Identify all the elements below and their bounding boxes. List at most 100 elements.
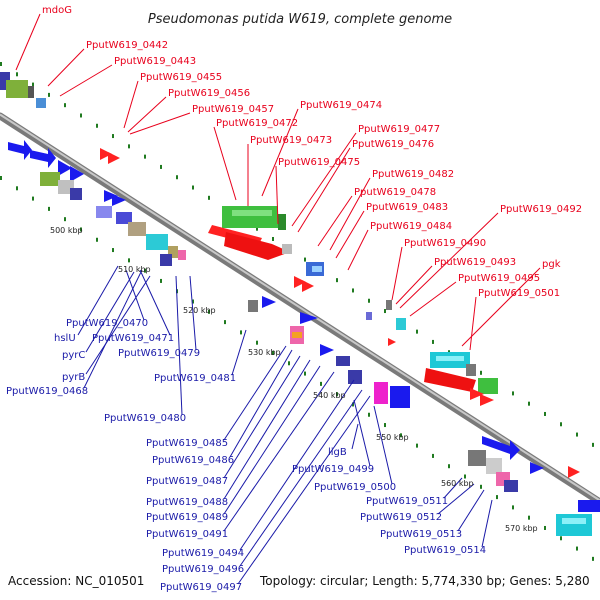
connector-line (237, 395, 371, 585)
map-title: Pseudomonas putida W619, complete genome (148, 12, 452, 27)
gene-label: pgk (542, 259, 561, 270)
tick-mark (384, 309, 386, 314)
connector-line (223, 365, 321, 515)
tick-mark (64, 103, 66, 108)
tick-mark (496, 495, 498, 500)
gene-label: PputW619_0501 (478, 288, 560, 299)
tick-mark (512, 391, 514, 396)
connector-line (85, 271, 135, 353)
gene-label: PputW619_0496 (162, 564, 244, 575)
connector-line (223, 371, 335, 532)
gene-label: ligB (328, 447, 347, 458)
gene-label: PputW619_0478 (354, 187, 436, 198)
connector-line (335, 210, 365, 259)
tick-mark (272, 236, 274, 241)
tick-mark (80, 227, 82, 232)
gene-label: PputW619_0499 (292, 464, 374, 475)
tick-mark (416, 329, 418, 334)
tick-mark (432, 453, 434, 458)
connector-line (457, 489, 485, 532)
tick-mark (80, 113, 82, 118)
connector-line (175, 275, 183, 416)
tick-mark (256, 226, 258, 231)
connector-line (15, 13, 41, 71)
connector-line (231, 329, 247, 376)
tick-mark (368, 298, 370, 303)
connector-line (461, 267, 541, 347)
connector-line (85, 275, 151, 375)
tick-mark (576, 432, 578, 437)
gene-label: PputW619_0512 (360, 512, 442, 523)
gene-label: pyrB (62, 372, 85, 383)
tick-mark (512, 505, 514, 510)
backbone (0, 112, 600, 506)
gene-label: PputW619_0477 (358, 124, 440, 135)
tick-mark (208, 309, 210, 314)
tick-track-lower (0, 176, 594, 561)
gene-label: PputW619_0474 (300, 100, 382, 111)
tick-mark (272, 350, 274, 355)
gene-label: PputW619_0443 (114, 56, 196, 67)
connector-line (291, 132, 357, 227)
tick-mark (0, 62, 2, 66)
tick-mark (0, 176, 2, 180)
gene-label: PputW619_0487 (146, 476, 228, 487)
tick-mark (384, 423, 386, 428)
tick-mark (448, 464, 450, 469)
connector-line (139, 269, 171, 336)
scale-label: 500 kbp (50, 226, 83, 235)
gene-label: PputW619_0482 (372, 169, 454, 180)
tick-mark (32, 196, 34, 201)
tick-mark (560, 422, 562, 427)
connector-line (329, 177, 371, 251)
tick-mark (256, 340, 258, 345)
gene-label: mdoG (42, 5, 72, 16)
connector-line (189, 275, 197, 351)
gene-label: PputW619_0489 (146, 512, 228, 523)
gene-label: PputW619_0476 (352, 139, 434, 150)
gene-label: PputW619_0484 (370, 221, 452, 232)
gene-label: PputW619_0470 (66, 318, 148, 329)
tick-mark (160, 278, 162, 283)
connector-line (409, 281, 457, 317)
connector-line (129, 112, 191, 135)
connector-line (481, 499, 493, 548)
gene-label: PputW619_0457 (192, 104, 274, 115)
tick-mark (288, 361, 290, 366)
connector-line (297, 147, 351, 233)
connector-line (47, 48, 85, 87)
tick-mark (208, 195, 210, 200)
gene-label: PputW619_0495 (458, 273, 540, 284)
gene-label: PputW619_0472 (216, 118, 298, 129)
tick-mark (176, 175, 178, 180)
gene-label: PputW619_0488 (146, 497, 228, 508)
connector-line (437, 483, 475, 515)
tick-mark (304, 371, 306, 376)
gene-label: PputW619_0442 (86, 40, 168, 51)
connector-line (347, 229, 369, 271)
gene-label: PputW619_0481 (154, 373, 236, 384)
gene-label: PputW619_0493 (434, 257, 516, 268)
connector-line (239, 389, 363, 567)
tick-mark (48, 92, 50, 97)
gene-label: PputW619_0479 (118, 348, 200, 359)
gene-label: PputW619_0480 (104, 413, 186, 424)
connector-line (395, 265, 433, 305)
connector-line (77, 265, 119, 336)
gene-label: PputW619_0483 (366, 202, 448, 213)
tick-mark (544, 525, 546, 530)
connector-line (127, 96, 167, 133)
connector-line (223, 355, 301, 479)
gene-label: PputW619_0485 (146, 438, 228, 449)
scale-label: 550 kbp (376, 433, 409, 442)
tick-mark (352, 288, 354, 293)
scale-label: 570 kbp (505, 524, 538, 533)
connector-line (229, 349, 293, 458)
tick-mark (304, 257, 306, 262)
gene-label: pyrC (62, 350, 85, 361)
tick-mark (224, 320, 226, 325)
tick-mark (128, 144, 130, 149)
gene-label: PputW619_0471 (92, 333, 174, 344)
connector-line (317, 195, 353, 247)
